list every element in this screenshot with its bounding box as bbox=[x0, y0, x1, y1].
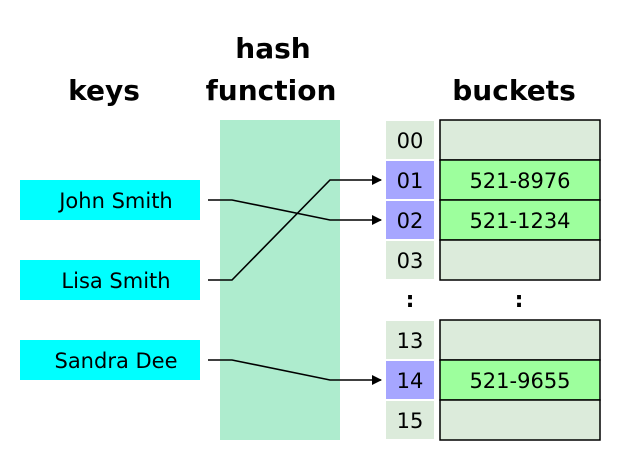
bucket-row-01: 01 521-8976 bbox=[386, 159, 601, 201]
bucket-entry-empty bbox=[439, 319, 601, 361]
bucket-row-03: 03 bbox=[386, 239, 601, 281]
bucket-value: 521-8976 bbox=[469, 169, 570, 193]
hash-function-heading-line1: hash bbox=[235, 32, 310, 65]
key-box bbox=[20, 180, 200, 220]
bucket-index-label: 14 bbox=[397, 369, 424, 393]
bucket-index-label: 13 bbox=[397, 329, 424, 353]
key-label: Sandra Dee bbox=[54, 349, 177, 373]
bucket-entry-filled bbox=[439, 359, 601, 401]
mapping-lines bbox=[208, 175, 382, 385]
bucket-value: 521-9655 bbox=[469, 369, 570, 393]
key-label: Lisa Smith bbox=[61, 269, 170, 293]
bucket-index-cell bbox=[386, 321, 434, 359]
key-john-smith: John Smith bbox=[20, 180, 200, 220]
bucket-index-cell bbox=[386, 241, 434, 279]
hash-function-band bbox=[220, 120, 340, 440]
bucket-entry-filled bbox=[439, 159, 601, 201]
key-box bbox=[20, 340, 200, 380]
bucket-index-label: 01 bbox=[397, 169, 424, 193]
bucket-entry-empty bbox=[439, 119, 601, 161]
bucket-index-cell bbox=[386, 121, 434, 159]
key-box bbox=[20, 260, 200, 300]
key-lisa-smith: Lisa Smith bbox=[20, 260, 200, 300]
bucket-row-00: 00 bbox=[386, 119, 601, 161]
bucket-row-14: 14 521-9655 bbox=[386, 359, 601, 401]
arrow-john-smith-to-02 bbox=[208, 199, 382, 225]
bucket-entry-empty bbox=[439, 399, 601, 441]
bucket-index-label: 00 bbox=[397, 129, 424, 153]
arrow-lisa-smith-to-01 bbox=[208, 175, 382, 281]
key-label: John Smith bbox=[57, 189, 173, 213]
bucket-row-13: 13 bbox=[386, 319, 601, 361]
bucket-index-cell bbox=[386, 401, 434, 439]
bucket-index-label: 03 bbox=[397, 249, 424, 273]
bucket-row-02: 02 521-1234 bbox=[386, 199, 601, 241]
hash-function-heading-line2: function bbox=[206, 74, 337, 107]
keys-heading: keys bbox=[68, 74, 140, 107]
bucket-value: 521-1234 bbox=[469, 209, 570, 233]
bucket-index-label: 02 bbox=[397, 209, 424, 233]
bucket-entry-filled bbox=[439, 199, 601, 241]
bucket-entry-empty bbox=[439, 239, 601, 281]
bucket-index-cell bbox=[386, 361, 434, 399]
bucket-ellipsis: : bbox=[515, 288, 524, 313]
bucket-index-label: 15 bbox=[397, 409, 424, 433]
buckets-heading: buckets bbox=[452, 74, 575, 107]
buckets-column: 00 01 521-8976 02 521-1234 03 13 14 521-9655 15 bbox=[386, 119, 601, 441]
bucket-row-15: 15 bbox=[386, 399, 601, 441]
arrow-sandra-dee-to-14 bbox=[208, 359, 382, 385]
bucket-index-cell bbox=[386, 161, 434, 199]
bucket-index-cell bbox=[386, 201, 434, 239]
key-sandra-dee: Sandra Dee bbox=[20, 340, 200, 380]
index-ellipsis: : bbox=[406, 288, 415, 313]
